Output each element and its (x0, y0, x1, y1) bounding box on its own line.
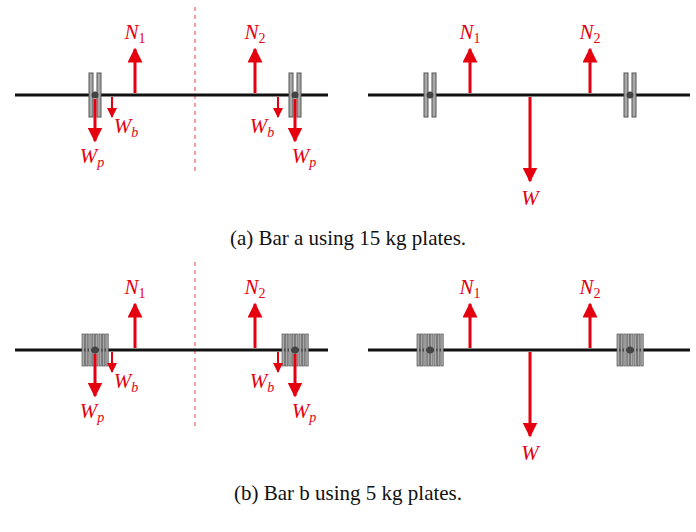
bar (15, 94, 328, 97)
weight-plate (299, 334, 301, 366)
force-label: Wp (80, 401, 105, 425)
force-arrow (254, 304, 257, 348)
weight-plate (306, 334, 308, 366)
weight-plate (89, 334, 91, 366)
force-label: W (521, 188, 539, 209)
figure-caption: (b) Bar b using 5 kg plates. (234, 483, 462, 504)
cut-line (194, 262, 196, 428)
cut-line (194, 7, 196, 173)
collar (292, 92, 299, 99)
weight-plate (102, 334, 104, 366)
force-arrow (277, 352, 279, 372)
force-label: Wp (80, 146, 105, 170)
weight-plate (302, 334, 304, 366)
force-arrow (94, 354, 97, 396)
force-label: Wp (292, 401, 317, 425)
weight-plate (417, 334, 419, 366)
weight-plate (420, 334, 422, 366)
force-label: Wb (114, 371, 139, 395)
force-label: Wb (114, 116, 139, 140)
bar (368, 94, 690, 97)
weight-plate (441, 334, 443, 366)
collar (292, 347, 299, 354)
weight-plate (617, 334, 619, 366)
weight-plate (624, 334, 626, 366)
force-arrow (294, 99, 297, 141)
weight-plate (85, 334, 87, 366)
force-arrow (529, 97, 532, 181)
weight-plate (106, 334, 108, 366)
collar (427, 347, 434, 354)
weight-plate (282, 334, 284, 366)
figure-caption: (a) Bar a using 15 kg plates. (230, 228, 466, 249)
bar (15, 349, 328, 352)
force-label: N2 (579, 277, 600, 301)
weight-plate (289, 334, 291, 366)
force-label: Wb (250, 371, 275, 395)
weight-plate (641, 334, 643, 366)
force-label: Wp (292, 146, 317, 170)
force-arrow (134, 49, 137, 93)
force-arrow (294, 354, 297, 396)
force-label: N1 (459, 277, 480, 301)
weight-plate (82, 334, 84, 366)
collar (92, 92, 99, 99)
collar (627, 347, 634, 354)
force-arrow (589, 304, 592, 348)
force-arrow (111, 97, 113, 117)
force-arrow (469, 49, 472, 93)
force-arrow (111, 352, 113, 372)
force-label: W (521, 443, 539, 464)
weight-plate (437, 334, 439, 366)
weight-plate (634, 334, 636, 366)
force-label: N1 (124, 277, 145, 301)
force-label: N2 (579, 22, 600, 46)
force-label: N2 (244, 22, 265, 46)
collar (427, 92, 434, 99)
force-arrow (254, 49, 257, 93)
force-arrow (277, 97, 279, 117)
force-arrow (469, 304, 472, 348)
force-label: N1 (459, 22, 480, 46)
force-label: Wb (250, 116, 275, 140)
panel (15, 7, 690, 181)
weight-plate (620, 334, 622, 366)
force-arrow (94, 99, 97, 141)
force-label: N1 (124, 22, 145, 46)
collar (92, 347, 99, 354)
weight-plate (285, 334, 287, 366)
force-arrow (134, 304, 137, 348)
force-arrow (529, 352, 532, 436)
weight-plate (637, 334, 639, 366)
weight-plate (434, 334, 436, 366)
weight-plate (424, 334, 426, 366)
panel (15, 262, 690, 436)
weight-plate (99, 334, 101, 366)
force-arrow (589, 49, 592, 93)
force-label: N2 (244, 277, 265, 301)
collar (627, 92, 634, 99)
